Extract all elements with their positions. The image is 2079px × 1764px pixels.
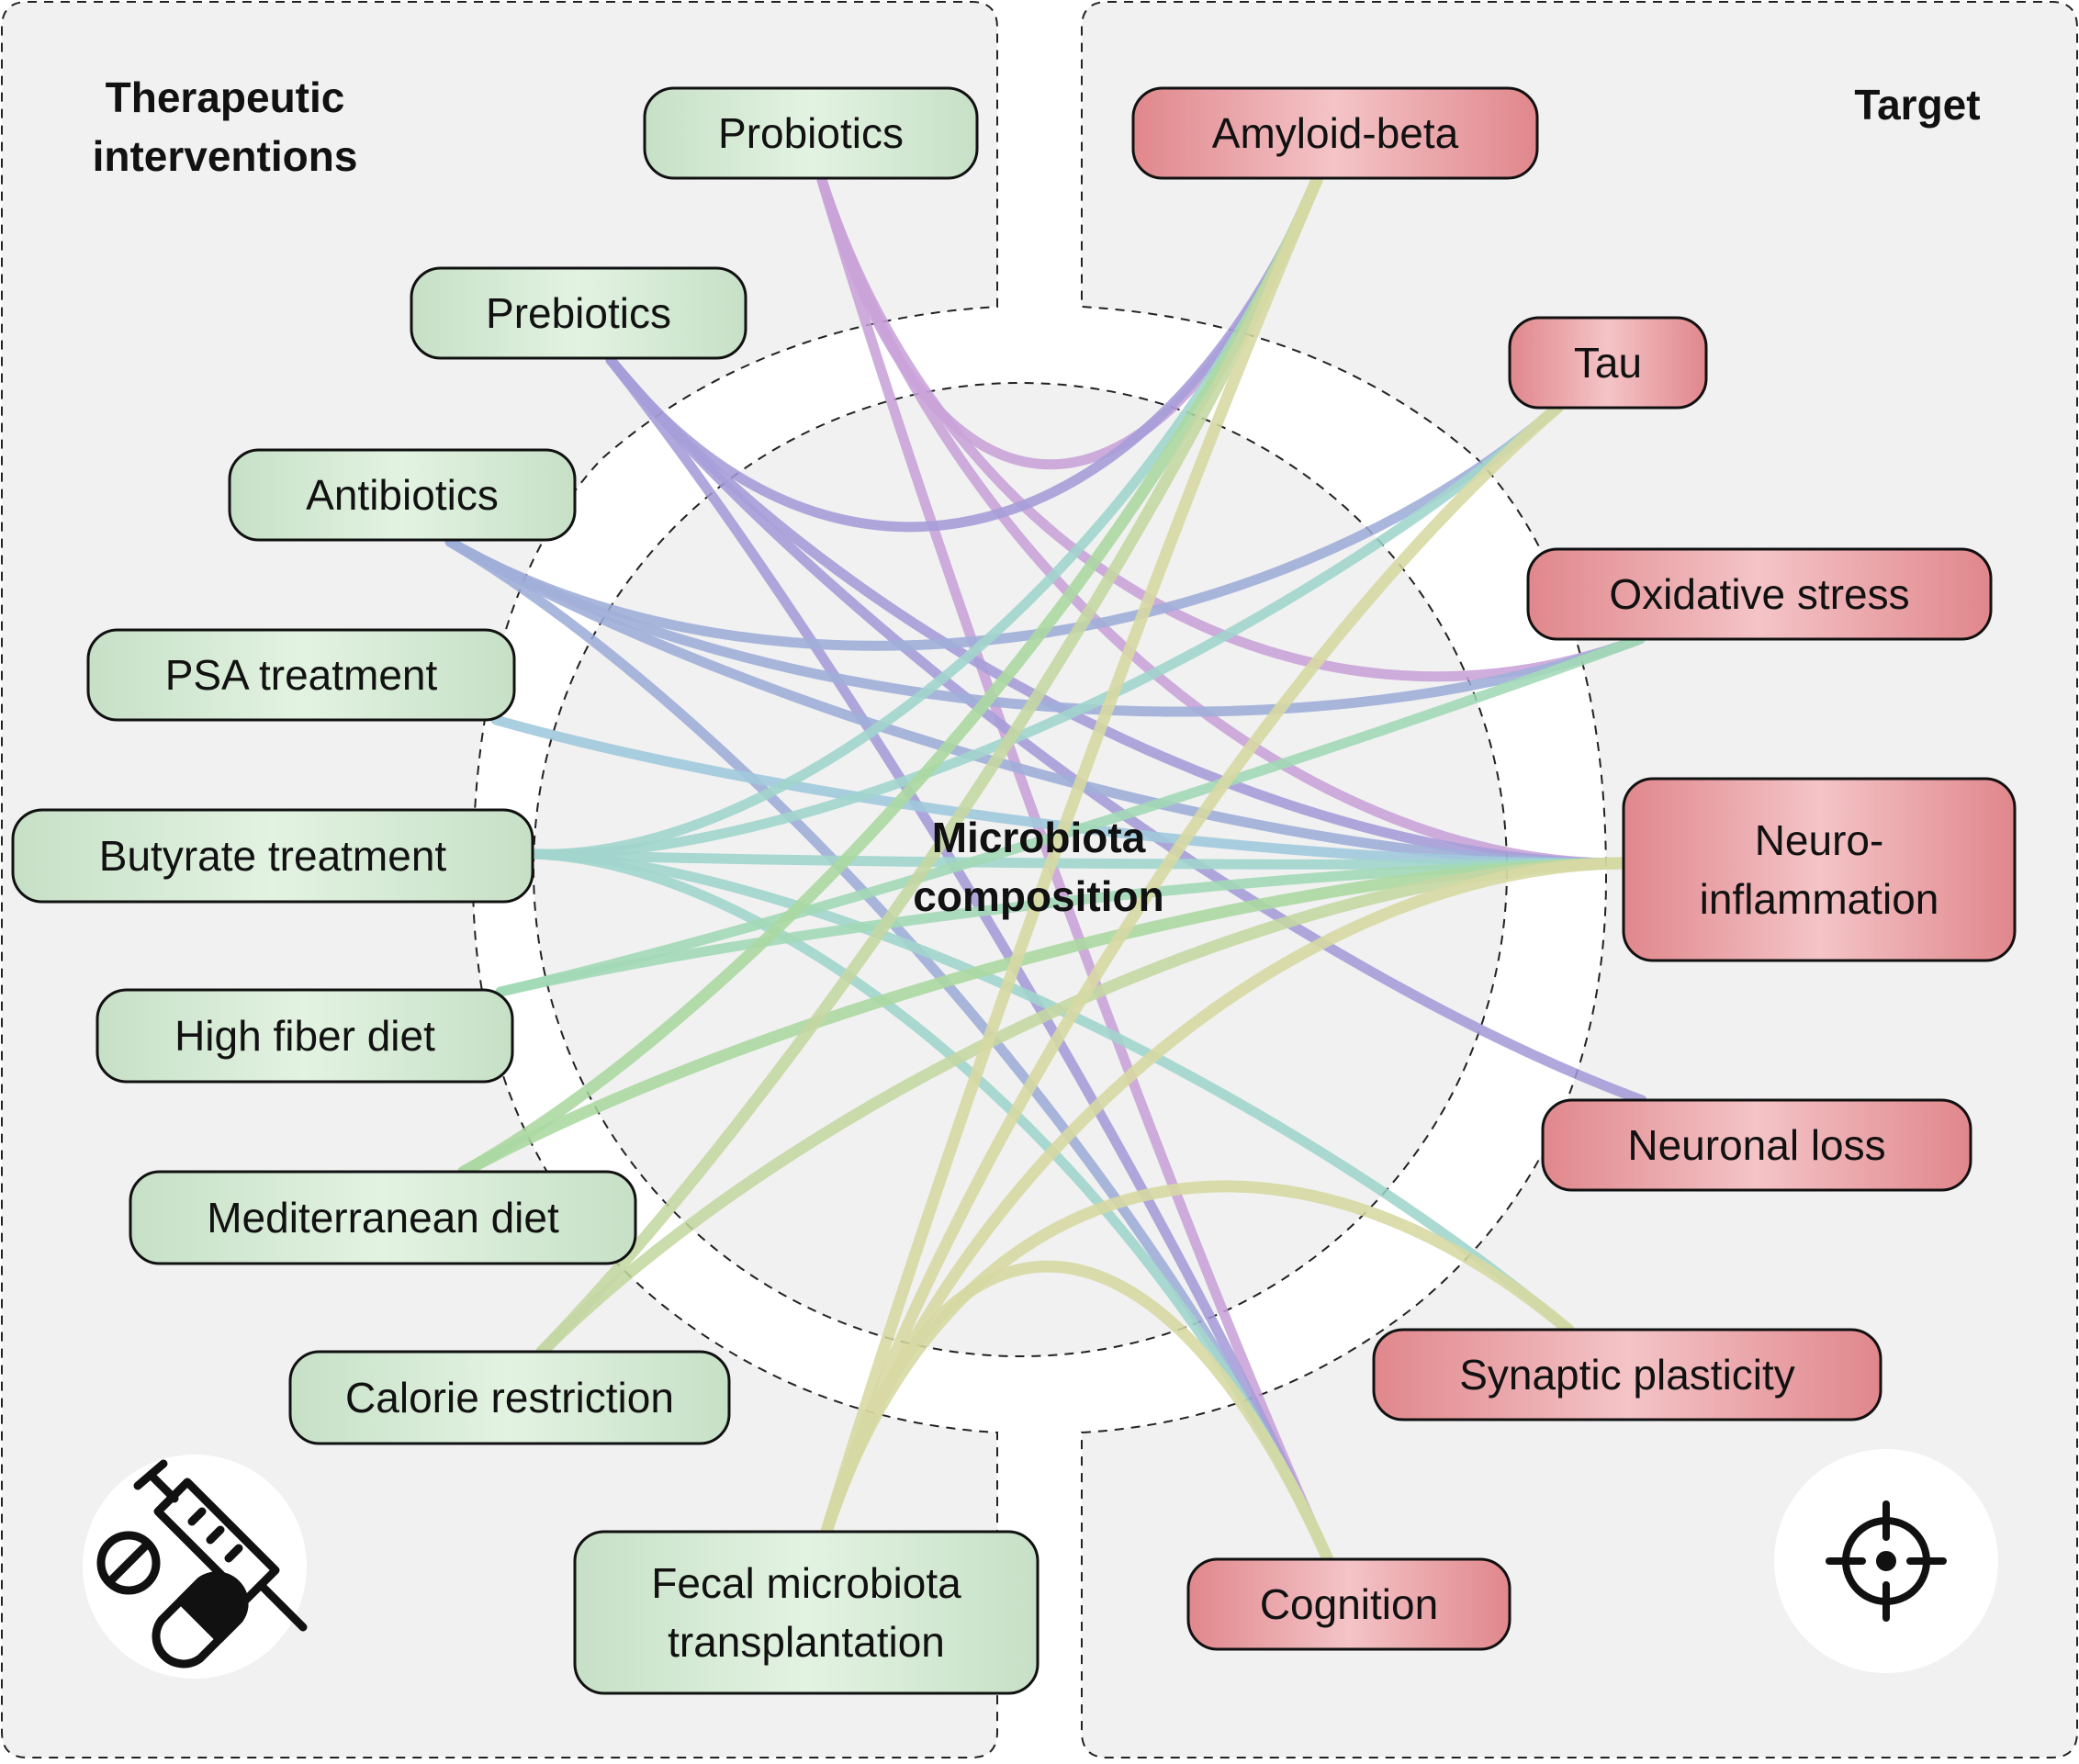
intervention-box: [11, 808, 534, 904]
link-fmt-to-cognition: [820, 1260, 1334, 1566]
center-label: Microbiota composition: [913, 814, 1163, 920]
center-label-line2: composition: [913, 872, 1163, 920]
intervention-box: [410, 266, 747, 360]
target-box: [1508, 316, 1708, 410]
left-panel: [1, 1, 998, 1758]
target-box: [1186, 1557, 1511, 1651]
intervention-label: Antibiotics: [306, 471, 499, 519]
target-node-amyloid: Amyloid-beta: [1131, 86, 1539, 180]
intervention-box: [643, 86, 979, 180]
target-box: [1622, 777, 2017, 962]
target-node-synaptic: Synaptic plasticity: [1372, 1328, 1882, 1421]
target-label: Neuro-: [1755, 816, 1884, 864]
link-antibiotics-to-neuroinflammation: [444, 536, 1629, 869]
intervention-node-mediterranean: Mediterranean diet: [129, 1170, 637, 1265]
link-calorie-to-neuroinflammation: [535, 857, 1630, 1358]
intervention-label: Probiotics: [718, 109, 904, 157]
target-node-oxidative: Oxidative stress: [1526, 547, 1993, 641]
intervention-node-fmt: Fecal microbiota transplantation: [573, 1530, 1040, 1695]
links-layer: [444, 174, 1647, 1566]
intervention-box: [573, 1530, 1040, 1695]
target-box: [1541, 1098, 1972, 1192]
target-label: Oxidative stress: [1609, 570, 1909, 618]
target-node-neuroinflammation: Neuro-inflammation: [1622, 777, 2017, 962]
intervention-box: [86, 628, 516, 722]
target-label: inflammation: [1700, 875, 1939, 923]
right-panel-title: Target: [1854, 81, 1980, 129]
intervention-label: Butyrate treatment: [99, 832, 447, 880]
intervention-box: [228, 448, 577, 542]
link-probiotics-to-neuroinflammation: [816, 174, 1629, 869]
intervention-node-probiotics: Probiotics: [643, 86, 979, 180]
intervention-label: Prebiotics: [486, 289, 671, 337]
syringe-and-pills-icon: [83, 1455, 308, 1679]
link-fmt-to-tau: [820, 401, 1564, 1538]
left-panel-title-line1: Therapeutic: [106, 73, 345, 121]
link-fiber-to-oxidative: [495, 634, 1646, 997]
target-label: Cognition: [1260, 1580, 1438, 1628]
link-butyrate-to-tau: [527, 402, 1563, 860]
intervention-label: Fecal microbiota: [651, 1559, 961, 1607]
link-prebiotics-to-cognition: [605, 354, 1333, 1565]
intervention-box: [129, 1170, 637, 1265]
intervention-node-fiber: High fiber diet: [96, 988, 514, 1084]
link-calorie-to-amyloid: [535, 174, 1323, 1358]
intervention-node-prebiotics: Prebiotics: [410, 266, 747, 360]
link-fmt-to-amyloid: [820, 174, 1323, 1538]
target-node-neuronal: Neuronal loss: [1541, 1098, 1972, 1192]
intervention-label: Mediterranean diet: [207, 1194, 559, 1242]
intervention-label: High fiber diet: [174, 1012, 435, 1060]
intervention-node-butyrate: Butyrate treatment: [11, 808, 534, 904]
target-node-cognition: Cognition: [1186, 1557, 1511, 1651]
target-box: [1372, 1328, 1882, 1421]
right-panel: [1081, 1, 2078, 1758]
target-label: Neuronal loss: [1627, 1121, 1885, 1169]
intervention-node-psa: PSA treatment: [86, 628, 516, 722]
intervention-node-antibiotics: Antibiotics: [228, 448, 577, 542]
target-label: Tau: [1574, 339, 1642, 387]
target-box: [1131, 86, 1539, 180]
link-butyrate-to-synaptic: [527, 848, 1574, 1335]
target-label: Synaptic plasticity: [1459, 1351, 1795, 1399]
target-label: Amyloid-beta: [1212, 109, 1459, 157]
intervention-label: Calorie restriction: [345, 1374, 674, 1421]
link-prebiotics-to-amyloid: [605, 174, 1322, 533]
left-panel-title-line2: interventions: [93, 132, 358, 180]
intervention-node-calorie: Calorie restriction: [288, 1350, 731, 1445]
link-antibiotics-to-tau: [444, 402, 1563, 651]
crosshair-target-icon: [1774, 1449, 1998, 1673]
target-node-tau: Tau: [1508, 316, 1708, 410]
center-label-line1: Microbiota: [932, 814, 1146, 861]
intervention-box: [288, 1350, 731, 1445]
intervention-box: [96, 988, 514, 1084]
target-box: [1526, 547, 1993, 641]
intervention-label: transplantation: [668, 1618, 945, 1666]
intervention-label: PSA treatment: [165, 651, 438, 699]
